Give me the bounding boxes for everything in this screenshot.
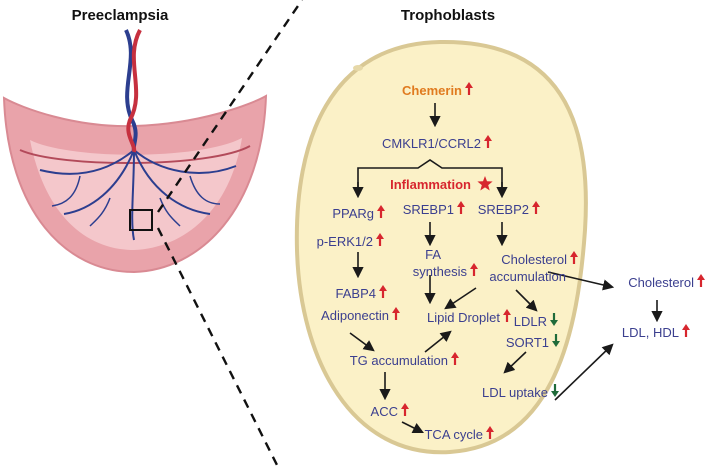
node-labels: Chemerin CMKLR1/CCRL2 Inflammation PPARg… [317, 83, 694, 442]
node-tg-accumulation: TG accumulation [350, 353, 448, 368]
node-inflammation: Inflammation [390, 177, 471, 192]
up-arrow-icon [465, 82, 473, 95]
node-chemerin: Chemerin [402, 83, 462, 98]
up-arrow-icon [457, 201, 465, 214]
node-acc: ACC [371, 404, 398, 419]
zoom-line-upper [157, 0, 303, 213]
down-arrow-icon [552, 334, 560, 347]
up-arrow-icon [484, 135, 492, 148]
node-ldl-uptake: LDL uptake [482, 385, 548, 400]
node-fa-synthesis: synthesis [413, 264, 468, 279]
node-fa: FA [425, 247, 441, 262]
node-srebp1: SREBP1 [403, 202, 454, 217]
left-title: Preeclampsia [72, 7, 169, 24]
up-arrow-icon [392, 307, 400, 320]
node-sort1: SORT1 [506, 335, 549, 350]
up-arrow-icon [379, 285, 387, 298]
up-arrow-icon [377, 205, 385, 218]
up-arrow-icon [401, 403, 409, 416]
arrows [349, 103, 663, 434]
up-arrow-icon [451, 352, 459, 365]
node-cmklr1: CMKLR1/CCRL2 [382, 136, 481, 151]
right-title: Trophoblasts [401, 7, 495, 24]
node-fabp4: FABP4 [336, 286, 376, 301]
node-cholesterol-accumulation-1: Cholesterol [501, 252, 567, 267]
up-arrow-icon [697, 274, 705, 287]
change-badges [376, 82, 705, 439]
node-srebp2: SREBP2 [478, 202, 529, 217]
node-ldl-hdl: LDL, HDL [622, 325, 679, 340]
up-arrow-icon [470, 263, 478, 276]
up-arrow-icon [532, 201, 540, 214]
node-ldlr: LDLR [514, 314, 547, 329]
node-cholesterol-accumulation-2: accumulation [489, 269, 566, 284]
cell-speck [353, 65, 363, 71]
up-arrow-icon [486, 426, 494, 439]
up-arrow-icon [376, 233, 384, 246]
down-arrow-icon [551, 384, 559, 397]
node-tca-cycle: TCA cycle [424, 427, 483, 442]
node-pparg: PPARg [332, 206, 374, 221]
up-arrow-icon [682, 324, 690, 337]
placenta-illustration [2, 29, 268, 274]
up-arrow-icon [503, 309, 511, 322]
node-lipid-droplet: Lipid Droplet [427, 310, 500, 325]
node-adiponectin: Adiponectin [321, 308, 389, 323]
star-icon [477, 176, 493, 191]
down-arrow-icon [550, 313, 558, 326]
node-perk: p-ERK1/2 [317, 234, 373, 249]
zoom-line-lower [156, 227, 280, 467]
up-arrow-icon [570, 251, 578, 264]
node-cholesterol: Cholesterol [628, 275, 694, 290]
